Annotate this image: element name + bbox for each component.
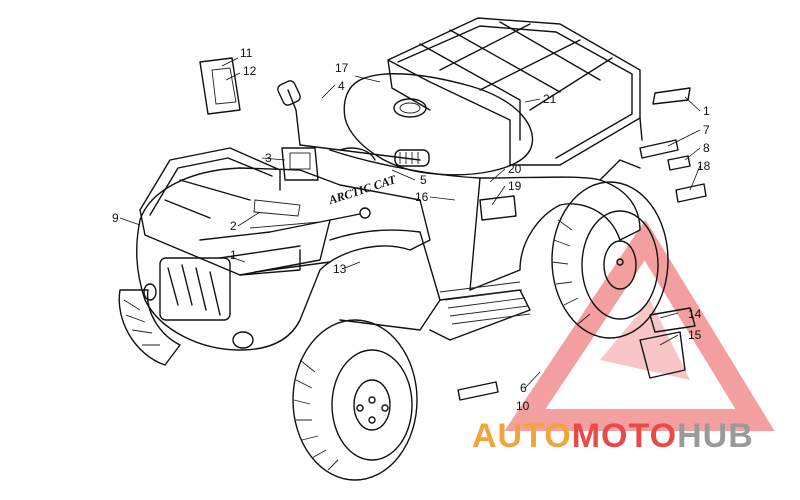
front-right-tire [292,319,418,481]
callout-8: 8 [703,141,710,155]
callout-1-rear: 1 [703,104,710,118]
callout-19: 19 [508,179,522,193]
callout-14: 14 [688,307,702,321]
watermark-triangle-logo [504,219,775,431]
atv-body [329,73,641,341]
callout-1-front: 1 [230,248,237,262]
rear-cargo-rack [387,17,643,166]
callout-4: 4 [338,79,345,93]
handlebar-assembly [277,80,430,219]
leader-lines [119,57,701,389]
callout-3: 3 [265,151,272,165]
callout-20: 20 [508,162,522,176]
callout-7: 7 [703,123,710,137]
front-fender: ARCTIC CAT [136,167,431,351]
watermark-auto: AUTO [472,417,572,455]
callout-5: 5 [420,173,427,187]
watermark-brand: AUTOMOTOHUB [472,417,754,455]
callout-6: 6 [520,381,527,395]
callout-18: 18 [697,159,711,173]
callout-9: 9 [112,211,119,225]
callout-2: 2 [230,219,237,233]
callout-12: 12 [243,64,257,78]
callout-21: 21 [543,92,557,106]
callout-15: 15 [688,328,702,342]
callout-16: 16 [415,190,429,204]
front-cargo-rack [139,147,361,276]
callout-17: 17 [335,61,349,75]
callout-labels: 11 12 4 17 1 7 8 18 21 3 5 20 19 16 9 2 … [112,46,711,413]
callout-10: 10 [516,399,530,413]
watermark-moto: MOTO [572,417,677,455]
callout-11: 11 [240,46,253,60]
rear-right-tire [551,181,669,339]
hood-brand-lettering: ARCTIC CAT [326,172,398,207]
front-left-tire [118,289,181,366]
callout-13: 13 [333,262,347,276]
svg-text:AUTOMOTOHUB: AUTOMOTOHUB [472,417,754,455]
watermark-hub: HUB [677,417,754,455]
